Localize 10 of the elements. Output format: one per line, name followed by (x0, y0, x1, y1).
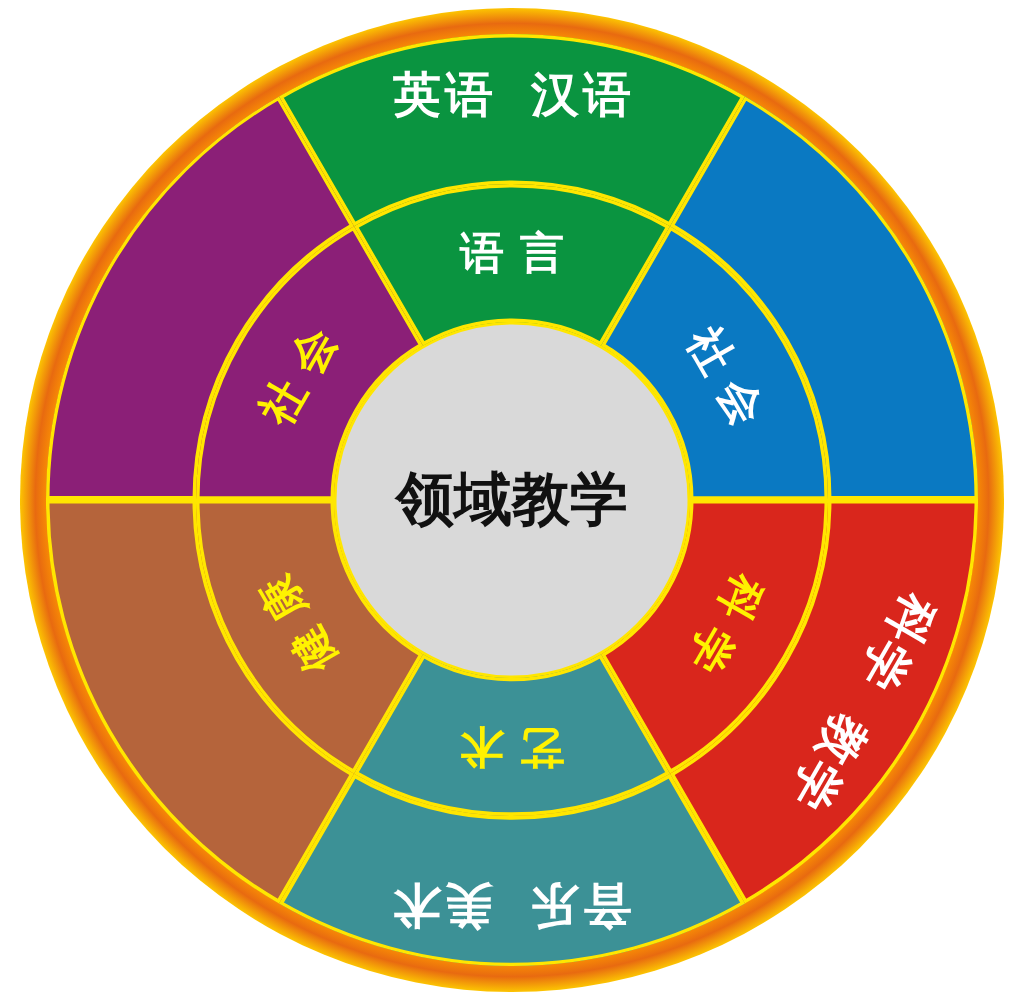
sector-label: 音乐 美术 (388, 879, 633, 933)
sector-label: 科学 (671, 565, 776, 694)
sector-label: 社会 (677, 317, 781, 447)
sector-label: 健康 (243, 553, 347, 684)
sector-label: 社会 (248, 306, 353, 436)
sector-label: 语言 (458, 228, 580, 278)
sector-label: 英语 汉语 (391, 67, 636, 121)
center-title: 领域教学 (396, 468, 628, 532)
sector-label: 艺术 (444, 722, 565, 772)
sector-label: 科学 教学 (779, 584, 948, 823)
